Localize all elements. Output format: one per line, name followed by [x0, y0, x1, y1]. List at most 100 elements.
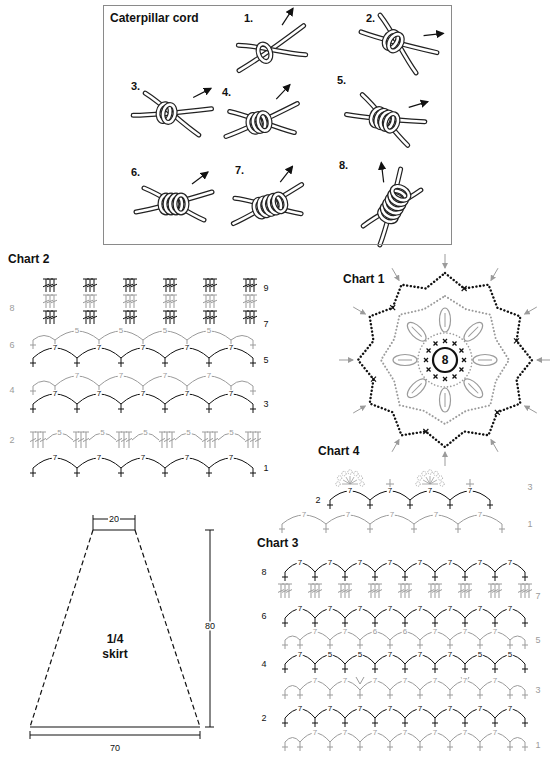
- dimension-tick: [205, 727, 214, 728]
- cord-loop: [271, 193, 287, 213]
- sc-symbol: [417, 747, 423, 748]
- tr-symbol: [496, 584, 502, 585]
- chain-count: 7: [357, 705, 363, 713]
- picot-symbol: [438, 476, 442, 480]
- ring-count: 8: [442, 354, 449, 366]
- chain-arc: [33, 381, 55, 386]
- petal-symbol: [445, 393, 446, 407]
- cord-strand: [364, 15, 432, 73]
- tr-symbol: [211, 284, 217, 287]
- chain-count: 7: [228, 454, 234, 462]
- cord-loop: [256, 42, 273, 63]
- cross-symbol: [453, 342, 457, 346]
- sc-symbol: [282, 723, 288, 724]
- chain-count: 7: [387, 487, 393, 495]
- tr-symbol: [211, 316, 217, 319]
- sc-symbol: [282, 669, 288, 670]
- chain-count: 7: [96, 344, 102, 352]
- cord-strand: [136, 192, 212, 212]
- work-arrow: [392, 268, 399, 280]
- chain-count: 7: [347, 487, 353, 495]
- step-number: 3.: [131, 81, 140, 92]
- tr-symbol: [91, 300, 97, 303]
- petal-symbol: [412, 383, 422, 393]
- picot-stem: [346, 477, 350, 484]
- sc-symbol: [162, 409, 168, 410]
- tr-symbol: [171, 300, 177, 303]
- work-arrow: [537, 360, 550, 361]
- petal-symbol: [473, 355, 497, 366]
- sc-symbol: [282, 747, 288, 748]
- tr-symbol: [91, 279, 97, 280]
- row-number: 9: [263, 284, 268, 293]
- row-number: 8: [9, 304, 14, 313]
- chain-count: 7: [140, 390, 146, 398]
- cord-strand: [136, 192, 212, 212]
- sc-symbol: [279, 529, 285, 530]
- petal-symbol: [440, 308, 451, 332]
- sc-symbol: [507, 695, 513, 696]
- step-number: 4.: [222, 87, 231, 98]
- chart-title: Chart 1: [343, 273, 384, 285]
- chain-count: 7: [297, 651, 303, 659]
- chain-count: 7: [462, 729, 468, 737]
- tr-symbol: [51, 284, 57, 287]
- sc-symbol: [30, 363, 36, 364]
- direction-arrow: [278, 8, 297, 25]
- tr-symbol: [126, 438, 132, 441]
- chain-count: 5: [118, 327, 124, 335]
- chain-count: 7: [462, 628, 468, 636]
- tr-symbol: [211, 300, 217, 303]
- chain-count: 7: [96, 454, 102, 462]
- cord-strand: [228, 185, 307, 224]
- petal-symbol: [412, 327, 422, 337]
- sc-symbol: [455, 529, 461, 530]
- sc-symbol: [522, 695, 528, 696]
- tr-symbol: [131, 316, 137, 319]
- chain-count: 7: [447, 559, 453, 567]
- tr-symbol: [316, 584, 322, 585]
- sc-symbol: [327, 747, 333, 748]
- picot-stem: [350, 484, 358, 485]
- chain-count: 7: [507, 705, 513, 713]
- cross-symbol: [443, 339, 447, 343]
- picot-stem: [430, 480, 437, 484]
- tr-symbol: [131, 300, 137, 303]
- sc-symbol: [372, 669, 378, 670]
- chain-count: 7: [432, 677, 438, 685]
- chain-count: 7: [345, 511, 351, 519]
- chain-count: 7: [206, 372, 212, 380]
- chain-count: 7: [387, 705, 393, 713]
- cord-loop: [256, 42, 273, 63]
- chain-count: 7: [184, 390, 190, 398]
- sc-symbol: [342, 723, 348, 724]
- chain-arc: [285, 738, 300, 743]
- chain-round: [418, 333, 472, 387]
- row-number: 2: [315, 496, 320, 505]
- cross-symbol: [434, 374, 438, 378]
- sc-symbol: [297, 695, 303, 696]
- chain-count: 7: [492, 628, 498, 636]
- sc-symbol: [432, 723, 438, 724]
- chain-count: 7: [447, 651, 453, 659]
- sc-symbol: [323, 529, 329, 530]
- chain-count: 7: [433, 511, 439, 519]
- tr-symbol: [406, 590, 412, 593]
- cord-strand: [232, 26, 310, 71]
- chain-count: 7: [507, 605, 513, 613]
- row-number: 4: [261, 660, 266, 669]
- chain-count: 7: [357, 605, 363, 613]
- chain-count: 7: [52, 454, 58, 462]
- row-number: 4: [9, 386, 14, 395]
- cord-loop: [383, 112, 400, 133]
- chain-count: 7: [372, 677, 378, 685]
- dimension-tick: [135, 515, 136, 530]
- chain-round: [358, 273, 532, 447]
- row-number: 1: [535, 741, 540, 750]
- tr-symbol: [171, 284, 177, 287]
- tr-symbol: [91, 284, 97, 287]
- row-number: 6: [9, 341, 14, 350]
- cord-loop: [383, 112, 400, 133]
- sc-symbol: [477, 747, 483, 748]
- sc-symbol: [30, 345, 36, 346]
